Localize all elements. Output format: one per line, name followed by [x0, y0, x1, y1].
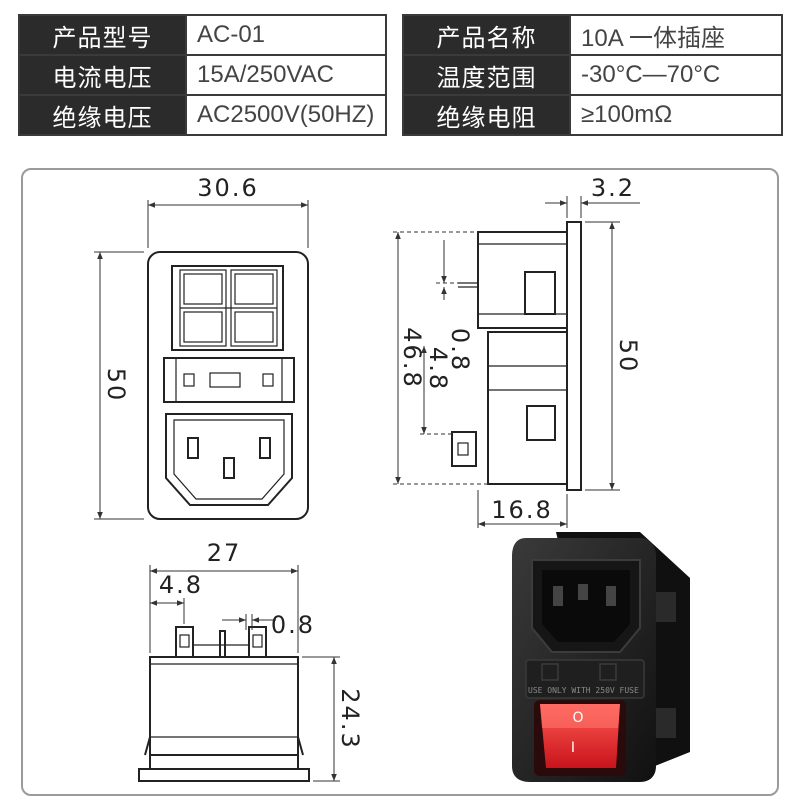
spec-value: -30°C—70°C — [569, 54, 783, 96]
spec-table-right: 产品名称 10A 一体插座 温度范围 -30°C—70°C 绝缘电阻 ≥100m… — [402, 14, 783, 136]
front-view — [94, 200, 309, 520]
spec-value: 10A 一体插座 — [569, 14, 783, 56]
bottom-view — [138, 565, 340, 782]
dim-front-width: 30.6 — [197, 174, 258, 202]
dim-bottom-depth: 24.3 — [336, 688, 364, 749]
dim-side-thickness: 3.2 — [591, 174, 635, 202]
product-photo — [512, 532, 690, 782]
dim-pin-pitch: 4.8 — [424, 347, 452, 391]
switch-off-mark: O — [572, 710, 583, 726]
spec-value: ≥100mΩ — [569, 94, 783, 136]
spec-label: 绝缘电压 — [18, 94, 187, 136]
switch-on-mark: I — [571, 740, 575, 756]
spec-value: AC2500V(50HZ) — [185, 94, 387, 136]
dim-bottom-pin-width: 0.8 — [271, 611, 315, 639]
dim-bottom-width: 27 — [207, 539, 242, 567]
dim-front-height: 50 — [102, 368, 130, 403]
spec-row: 绝缘电压 AC2500V(50HZ) — [18, 94, 387, 136]
spec-row: 绝缘电阻 ≥100mΩ — [402, 94, 783, 136]
dim-side-height: 50 — [614, 339, 642, 374]
spec-row: 电流电压 15A/250VAC — [18, 54, 387, 96]
spec-label: 电流电压 — [18, 54, 187, 96]
spec-row: 产品名称 10A 一体插座 — [402, 14, 783, 56]
dim-body-height: 46.8 — [398, 327, 426, 388]
spec-table-left: 产品型号 AC-01 电流电压 15A/250VAC 绝缘电压 AC2500V(… — [18, 14, 387, 136]
spec-label: 绝缘电阻 — [402, 94, 571, 136]
spec-label: 产品型号 — [18, 14, 187, 56]
dim-side-depth: 16.8 — [491, 496, 552, 524]
spec-value: 15A/250VAC — [185, 54, 387, 96]
dim-bottom-pin-offset: 4.8 — [159, 571, 203, 599]
fuse-label: USE ONLY WITH 250V FUSE — [528, 686, 639, 695]
spec-row: 产品型号 AC-01 — [18, 14, 387, 56]
dim-pin-offset: 0.8 — [446, 328, 474, 372]
spec-row: 温度范围 -30°C—70°C — [402, 54, 783, 96]
side-view — [393, 196, 640, 528]
spec-label: 温度范围 — [402, 54, 571, 96]
spec-label: 产品名称 — [402, 14, 571, 56]
spec-value: AC-01 — [185, 14, 387, 56]
